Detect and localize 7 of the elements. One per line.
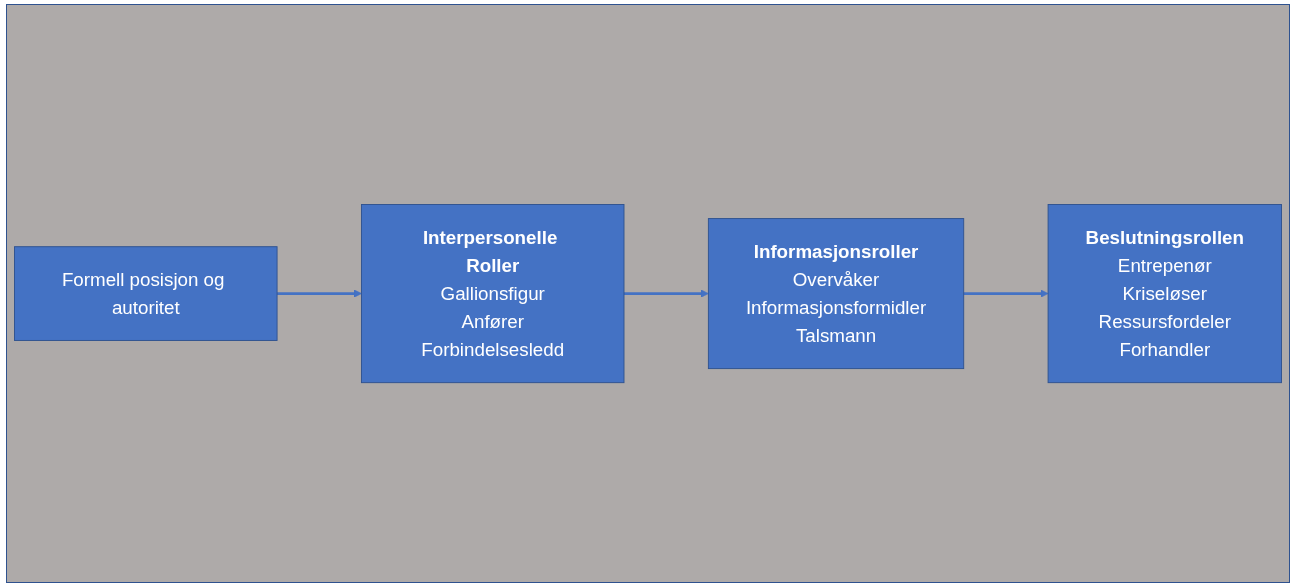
arrow: [624, 289, 709, 298]
arrow: [277, 289, 362, 298]
arrow: [963, 289, 1049, 298]
node-box: Informasjonsroller Overvåker Informasjonsformidler Talsmann: [707, 218, 965, 369]
node-box: Formell posisjon og autoritet: [14, 246, 278, 341]
node-box: Interpersonelle Roller Gallionsfigur Anfører Forbindelsesledd: [360, 203, 625, 384]
node-box: Beslutningsrollen Entrepenør Kriseløser Ressursfordeler Forhandler: [1047, 203, 1282, 384]
